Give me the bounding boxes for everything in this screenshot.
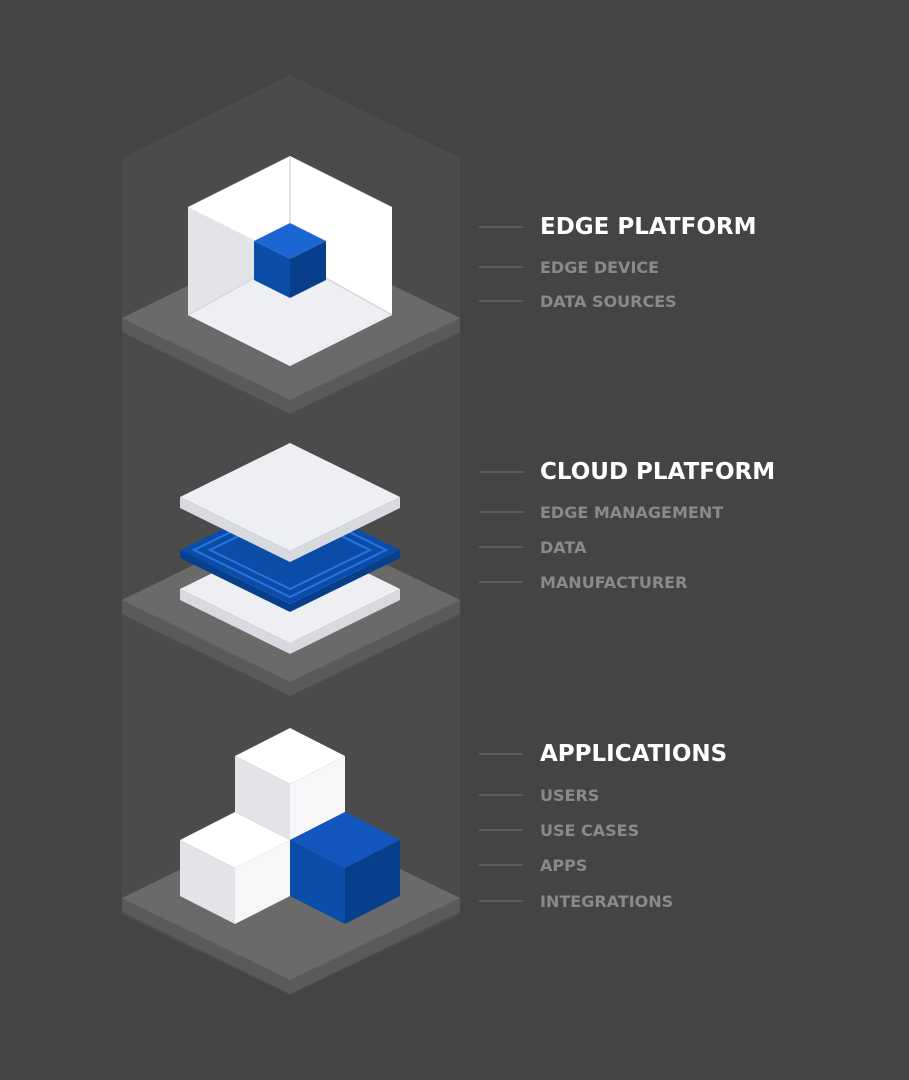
edge-inner-cube-right: [290, 241, 326, 298]
cloud-stack-icon: [122, 443, 460, 696]
cloud-top-slab: [180, 443, 400, 551]
edge-cube-floor: [188, 258, 392, 366]
application-blocks-icon: [122, 728, 460, 994]
edge-cube-icon: [122, 156, 460, 414]
edge-inner-cube-left: [254, 241, 290, 298]
